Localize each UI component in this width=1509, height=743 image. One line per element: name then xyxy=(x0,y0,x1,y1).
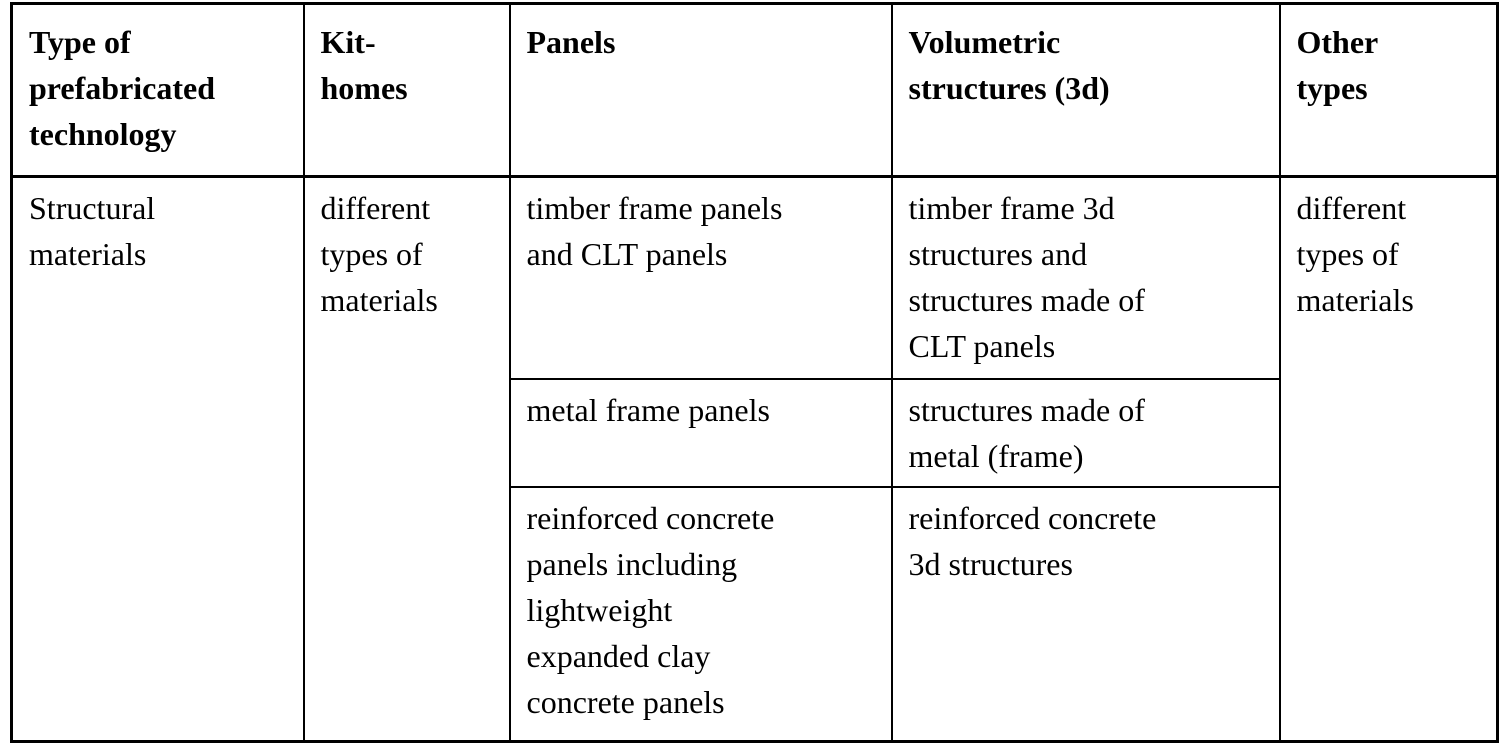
cell-panels-metal: metal frame panels xyxy=(508,377,893,488)
cell-panels-timber: timber frame panels and CLT panels xyxy=(508,175,893,380)
header-volumetric-structures: Volumetric structures (3d) xyxy=(890,2,1281,178)
table-row: metal frame panels structures made of me… xyxy=(12,377,1498,488)
header-panels: Panels xyxy=(508,2,893,178)
cell-panels-concrete: reinforced concrete panels including lig… xyxy=(508,485,893,743)
cell-other-types-materials: different types of materials xyxy=(1278,175,1499,743)
cell-volumetric-timber: timber frame 3d structures and structure… xyxy=(890,175,1281,380)
header-kit-homes: Kit- homes xyxy=(302,2,511,178)
header-type-of-prefabricated-technology: Type of prefabricated technology xyxy=(10,2,305,178)
cell-kit-homes-materials: different types of materials xyxy=(302,175,511,743)
table-row: Structural materials different types of … xyxy=(10,175,1499,743)
table-row: reinforced concrete panels including lig… xyxy=(12,485,1498,743)
prefabricated-technology-table: Type of prefabricated technology Kit- ho… xyxy=(10,2,1499,743)
cell-volumetric-metal: structures made of metal (frame) xyxy=(890,377,1281,488)
header-row: Type of prefabricated technology Kit- ho… xyxy=(10,2,1499,178)
cell-structural-materials: Structural materials xyxy=(10,175,305,743)
cell-volumetric-concrete: reinforced concrete 3d structures xyxy=(890,485,1281,743)
header-other-types: Other types xyxy=(1278,2,1499,178)
